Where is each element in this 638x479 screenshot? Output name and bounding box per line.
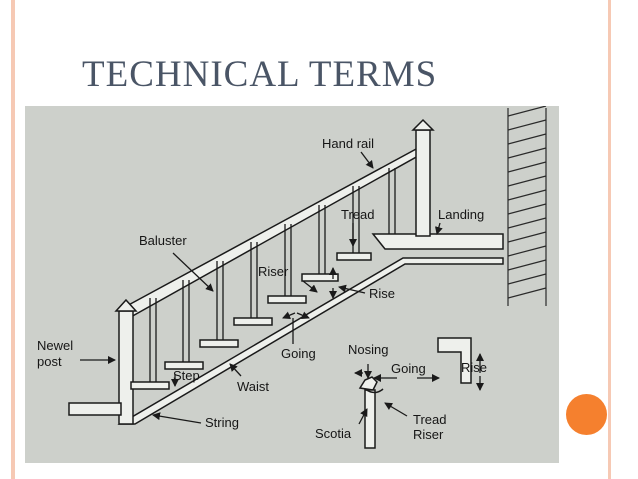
label-waist: Waist — [237, 379, 269, 394]
leader-lines — [80, 151, 484, 425]
left-accent-rule — [11, 0, 15, 479]
label-nosing: Nosing — [348, 342, 388, 357]
label-going-detail: Going — [391, 361, 426, 376]
label-scotia: Scotia — [315, 426, 352, 441]
label-riser-detail: Riser — [413, 427, 444, 442]
label-string: String — [205, 415, 239, 430]
label-going: Going — [281, 346, 316, 361]
label-tread-detail: Tread — [413, 412, 446, 427]
wall-hatching — [507, 106, 547, 306]
label-rise-detail: Rise — [461, 360, 487, 375]
accent-dot — [566, 394, 607, 435]
label-rise: Rise — [369, 286, 395, 301]
label-riser: Riser — [258, 264, 289, 279]
nosing-detail — [358, 337, 472, 449]
label-tread-top: Tread — [341, 207, 374, 222]
label-baluster: Baluster — [139, 233, 187, 248]
label-hand-rail: Hand rail — [322, 136, 374, 151]
label-newel: Newel — [37, 338, 73, 353]
balusters — [149, 168, 396, 382]
staircase-diagram: Hand rail Tread Landing Baluster Riser R… — [25, 106, 559, 463]
slide-title: TECHNICAL TERMS — [82, 54, 438, 95]
label-landing: Landing — [438, 207, 484, 222]
label-post: post — [37, 354, 62, 369]
label-step: Step — [173, 368, 200, 383]
right-accent-rule — [608, 0, 611, 479]
